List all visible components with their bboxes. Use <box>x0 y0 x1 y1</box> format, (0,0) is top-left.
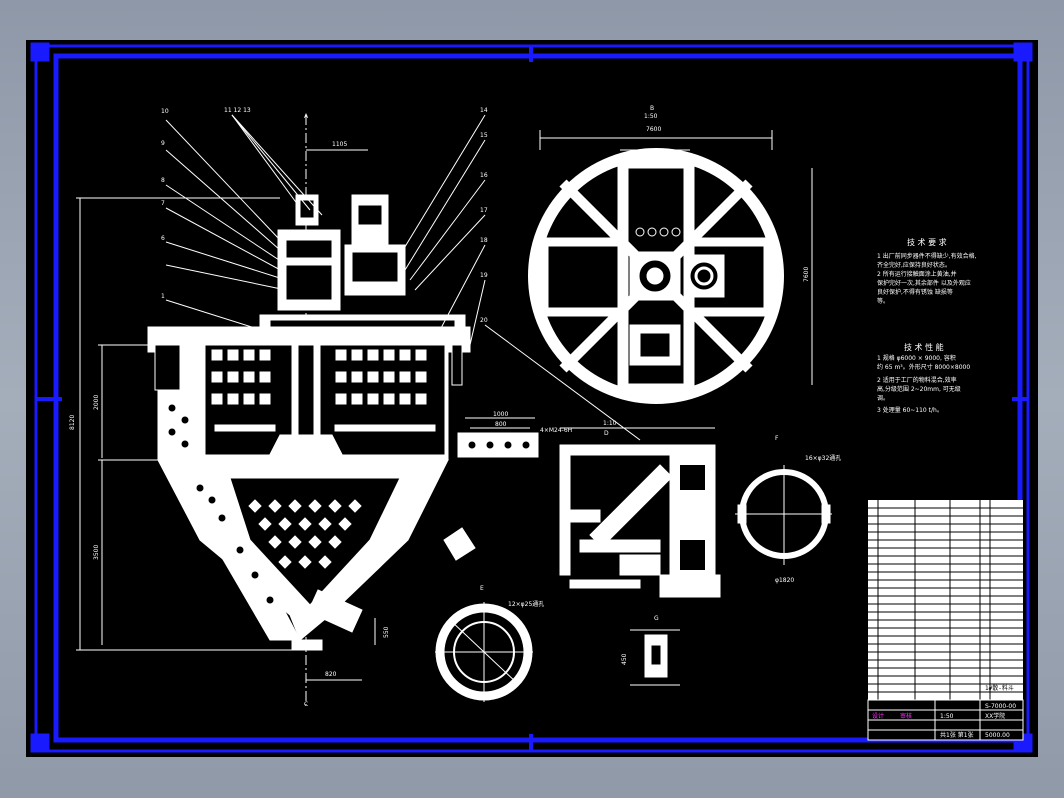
section-label: D <box>604 430 609 437</box>
detail-section-view <box>559 427 721 598</box>
title-block-weight: 5000.00 <box>985 732 1010 739</box>
part-number: 19 <box>480 272 488 279</box>
note-label: 12×φ25通孔 <box>508 600 544 608</box>
tech-requirement-line: 等。 <box>877 297 889 305</box>
part-number: 15 <box>480 132 488 139</box>
tech-performance-line: 1 规格 φ6000 × 9000, 容积 <box>877 354 956 362</box>
dim-label: 800 <box>495 421 507 428</box>
part-number: 10 <box>161 108 169 115</box>
part-number: 17 <box>480 207 488 214</box>
corner-marker <box>1013 42 1033 62</box>
section-label: C <box>304 701 308 708</box>
title-block-company: XX学院 <box>985 712 1005 720</box>
tech-requirement-line: 齐全完好,应保持良好状态。 <box>877 261 951 269</box>
main-elevation-view <box>76 114 641 705</box>
part-number: 9 <box>161 140 165 147</box>
dim-label: 2000 <box>93 395 100 410</box>
ring-detail-views <box>435 465 832 702</box>
tech-performance-line: 高,分级范围 2~20mm, 可无级 <box>877 385 961 393</box>
dim-label: 7600 <box>646 126 661 133</box>
corner-marker <box>30 733 50 753</box>
part-number: 8 <box>161 177 165 184</box>
part-number: 1 <box>161 293 165 300</box>
title-block-sheet: 共1张 第1张 <box>940 731 974 739</box>
top-plan-view <box>528 130 813 404</box>
dim-label: 1:10 <box>603 420 617 427</box>
tech-performance-title: 技 术 性 能 <box>904 342 944 352</box>
dim-label: 7600 <box>803 267 810 282</box>
title-block-checker: 审核 <box>900 712 912 720</box>
drawing-frame <box>30 42 1033 753</box>
title-block-code: S-7000-00 <box>985 703 1016 710</box>
tech-performance-line: 调。 <box>877 394 889 402</box>
section-label: G <box>654 615 659 622</box>
dim-label: 1105 <box>332 141 347 148</box>
note-label: 4×M24-6H <box>540 427 572 434</box>
tech-performance-line: 3 处理量 60~110 t/h。 <box>877 406 943 414</box>
part-number: 7 <box>161 200 165 207</box>
parts-list-table <box>867 500 1024 741</box>
dim-label: 8120 <box>69 415 76 430</box>
part-number: 6 <box>161 235 165 242</box>
dim-label: 3500 <box>93 545 100 560</box>
note-label: 16×φ32通孔 <box>805 454 841 462</box>
dim-label: 1000 <box>493 411 508 418</box>
tech-requirement-line: 保护完好一次,其余部件 以及外观应 <box>877 279 971 287</box>
tech-requirement-line: 1 出厂前同步器件不得缺少,有效合格, <box>877 252 977 260</box>
title-block-designer: 设计 <box>872 712 884 720</box>
title-block-scale: 1:50 <box>940 713 954 720</box>
dim-label: 550 <box>383 626 390 638</box>
dim-label: 1:50 <box>644 113 658 120</box>
section-label: F <box>775 435 779 442</box>
text-annotations: 技 术 要 求 1 出厂前同步器件不得缺少,有效合格, 齐全完好,应保持良好状态… <box>69 105 1016 739</box>
part-number: 16 <box>480 172 488 179</box>
part-number: 18 <box>480 237 488 244</box>
tech-requirement-line: 良好保护,不得有锈蚀 缺损等 <box>877 288 953 296</box>
dim-label: 820 <box>325 671 337 678</box>
tech-performance-line: 约 65 m³。外形尺寸 8000×8000 <box>877 363 970 371</box>
section-label: B <box>650 105 654 112</box>
section-label: E <box>480 585 484 592</box>
corner-marker <box>30 42 50 62</box>
title-block-name: 1#散-料斗 <box>985 684 1014 692</box>
section-label: A <box>304 113 309 120</box>
tech-requirement-line: 2 所有运行接触面涂上黄油,并 <box>877 270 957 278</box>
part-number: 20 <box>480 317 488 324</box>
dim-label: φ1820 <box>775 577 794 584</box>
part-number: 14 <box>480 107 488 114</box>
dim-label: 450 <box>621 653 628 665</box>
tech-performance-line: 2 适用于工厂的物料混合,效率 <box>877 376 957 384</box>
tech-requirements-title: 技 术 要 求 <box>907 237 947 247</box>
part-number: 11 12 13 <box>224 107 251 114</box>
